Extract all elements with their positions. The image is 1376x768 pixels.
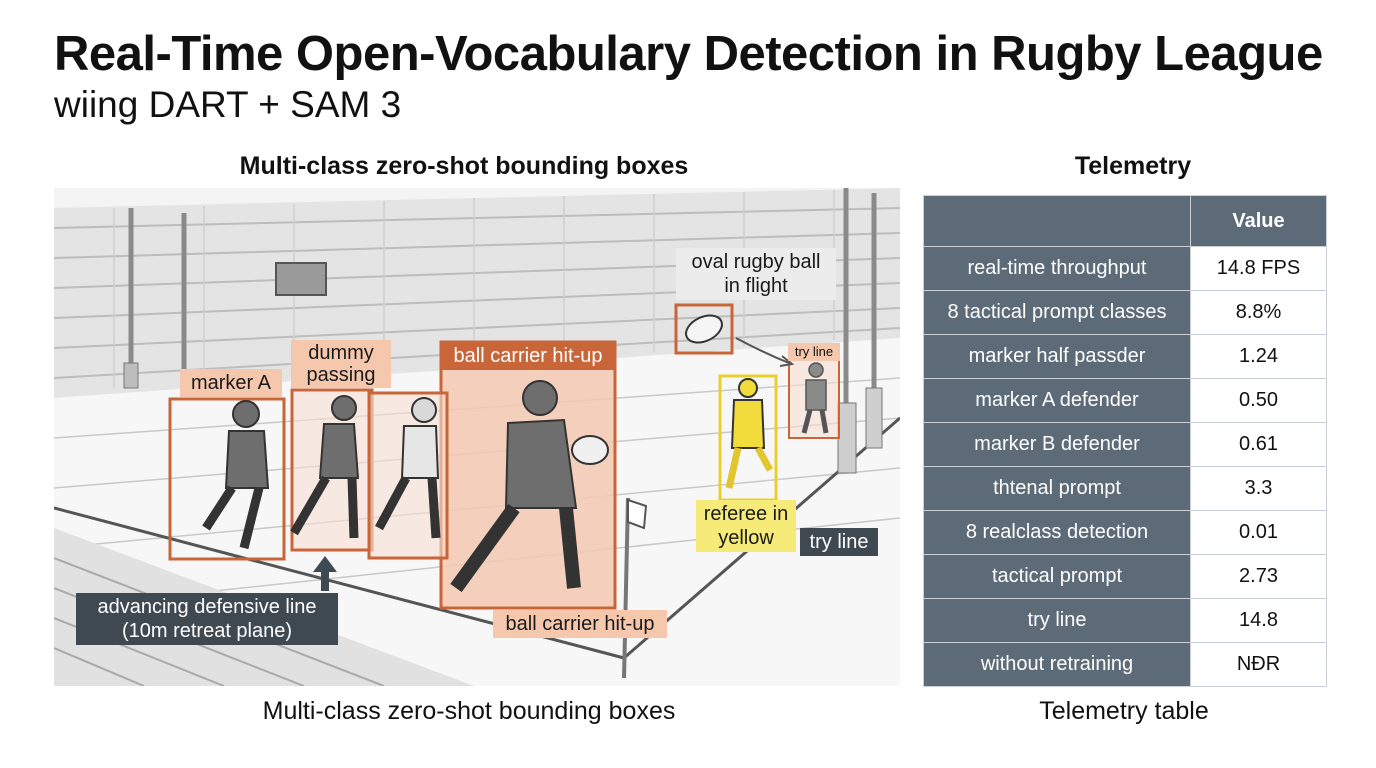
telemetry-heading: Telemetry [1074,152,1192,180]
metric-cell: tactical prompt [923,554,1191,599]
referee-label: referee in yellow [696,500,796,552]
ball-carrier-top-label: ball carrier hit-up [441,342,615,370]
metric-cell: 8 realclass detection [923,510,1191,555]
metric-cell: thtenal prompt [923,466,1191,511]
column-header-metric [923,195,1191,247]
column-header-value: Value [1190,195,1327,247]
value-cell: 14.8 FPS [1190,246,1327,291]
value-cell: 0.61 [1190,422,1327,467]
page-title: Real-Time Open-Vocabulary Detection in R… [54,27,1323,81]
try-line-label: try line [800,528,878,556]
ball-carrier-bottom-label: ball carrier hit-up [493,610,667,638]
dummy-passing-label: dummy passing [291,340,391,388]
telemetry-header-row: Value [923,195,1327,247]
try-line-small-label: try line [788,343,840,361]
ball-box [674,303,734,355]
defensive-line-label: advancing defensive line (10m retreat pl… [76,593,338,645]
value-cell: 14.8 [1190,598,1327,643]
metric-cell: marker half passder [923,334,1191,379]
oval-ball-label: oval rugby ball in flight [676,248,836,300]
value-cell: 0.50 [1190,378,1327,423]
metric-cell: try line [923,598,1191,643]
value-cell: 0.01 [1190,510,1327,555]
scene-caption: Multi-class zero-shot bounding boxes [262,697,676,725]
value-cell: 3.3 [1190,466,1327,511]
scene-heading: Multi-class zero-shot bounding boxes [239,152,689,180]
detection-scene: marker A dummy passing ball carrier hit-… [54,188,900,686]
metric-cell: marker A defender [923,378,1191,423]
marker-a-box [168,397,286,561]
metric-cell: marker B defender [923,422,1191,467]
rugby-ball [685,314,723,344]
metric-cell: without retraining [923,642,1191,687]
marker-a-label: marker A [180,369,282,397]
value-cell: 8.8% [1190,290,1327,335]
metric-cell: real-time throughput [923,246,1191,291]
telemetry-caption: Telemetry table [1039,697,1209,725]
metric-cell: 8 tactical prompt classes [923,290,1191,335]
value-cell: 2.73 [1190,554,1327,599]
value-cell: NÐR [1190,642,1327,687]
value-cell: 1.24 [1190,334,1327,379]
page-subtitle: wiing DART + SAM 3 [54,84,402,125]
